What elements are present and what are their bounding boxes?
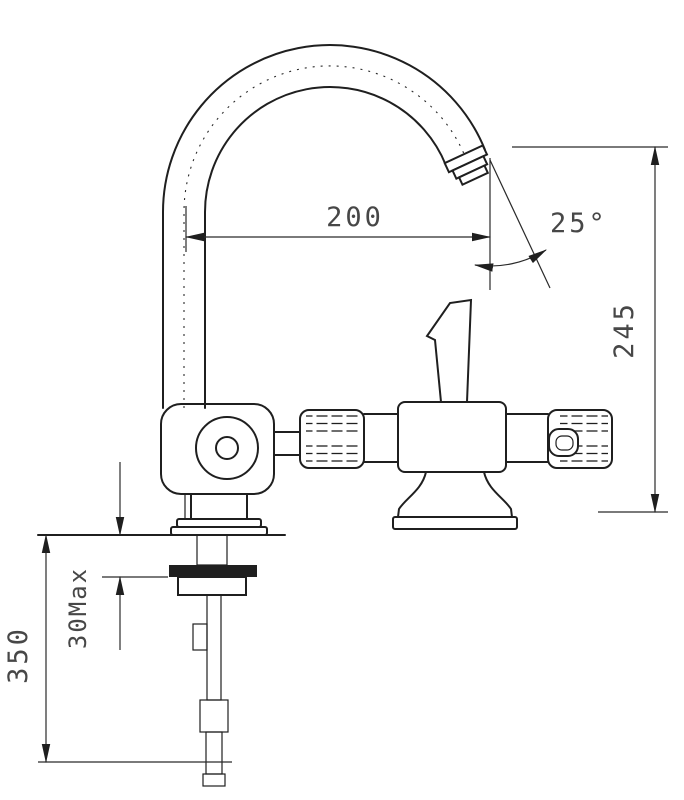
base-flange [170, 493, 268, 536]
left-handle-knurl-top [306, 414, 358, 436]
spout-outer-wall [162, 44, 486, 409]
spout-centerline [183, 65, 466, 408]
joint-housing [160, 403, 275, 495]
dimension-25deg: 25° [473, 158, 608, 290]
mixer-hub [397, 401, 507, 473]
mixer-base-bell [392, 471, 518, 530]
mounting-plate [177, 576, 247, 596]
spout-gooseneck [162, 44, 486, 409]
dim-200-label: 200 [326, 202, 384, 233]
dim-25-arc [473, 249, 547, 272]
mounting-washer [169, 565, 257, 577]
coupling-nut [199, 699, 229, 733]
spout-nozzle [443, 144, 490, 186]
joint-outer-circle [195, 416, 259, 480]
flange-lower [170, 526, 268, 536]
dimension-30max: 30Max [64, 462, 168, 650]
dim-30max-label: 30Max [64, 567, 92, 649]
dim-25-label: 25° [550, 208, 608, 239]
right-handle [547, 409, 613, 469]
right-handle-insert-inner [555, 435, 574, 451]
lever-blade [425, 298, 473, 403]
bell-rim [392, 516, 518, 530]
mixer-body [363, 401, 549, 473]
dimension-200: 200 [184, 202, 492, 252]
under-counter-assembly [169, 534, 257, 787]
dimension-245: 245 [512, 145, 668, 514]
pipe-clip [192, 623, 208, 651]
aerator-tip [457, 164, 490, 186]
swivel-joint [160, 403, 275, 495]
dim-245-label: 245 [609, 301, 640, 359]
left-handle-knurl-bottom [306, 442, 358, 464]
bell-skirt [396, 471, 514, 518]
pipe-end-cap [202, 773, 226, 787]
supply-pipe-upper [206, 594, 222, 701]
lever-handle [425, 298, 473, 403]
dim-350-label: 350 [3, 626, 34, 684]
threaded-shank [196, 534, 228, 566]
dimension-350: 350 [3, 533, 232, 764]
right-handle-insert [548, 428, 579, 457]
supply-pipe-lower [205, 731, 223, 775]
body-connector-left [273, 431, 301, 456]
spout-inner-wall [204, 86, 447, 409]
flange-upper [176, 518, 262, 528]
left-handle [299, 409, 365, 469]
dim-25-angled-leg [489, 159, 551, 289]
joint-pivot-circle [215, 436, 239, 460]
